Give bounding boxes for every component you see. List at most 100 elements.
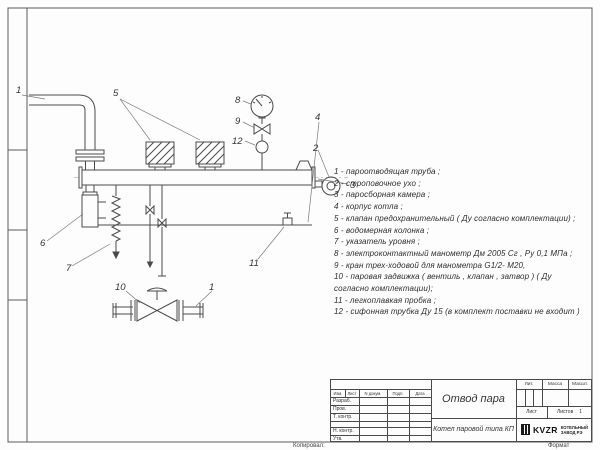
legend-item-number: 6: [334, 225, 339, 235]
legend-item-text: - легкоплавкая пробка ;: [344, 295, 436, 305]
callout-2: 2: [312, 143, 319, 154]
level-indicator: [110, 185, 122, 260]
legend-item: 2 - строповочное ухо ;: [334, 178, 588, 190]
legend-item: 6 - водомерная колонка ;: [334, 225, 588, 237]
row-utv: Утв.: [333, 435, 343, 442]
parts-legend: 1 - пароотводящая труба ; 2 - строповочн…: [334, 166, 588, 318]
callout-8: 8: [235, 95, 241, 106]
callout-7: 7: [66, 263, 72, 274]
row-razrab: Разраб.: [333, 398, 352, 404]
legend-item: 3 - паросборная камера ;: [334, 189, 588, 201]
callout-1: 1: [16, 85, 21, 96]
legend-item-text: - паровая задвижка ( вентиль , клапан , …: [334, 272, 552, 294]
company-cell: KVZR КОТЕЛЬНЫЙ ЗАВОД РЭ: [517, 418, 592, 441]
company-name-line2: ЗАВОД РЭ: [560, 429, 583, 435]
legend-item: 9 - кран трех-ходовой для манометра G1/2…: [334, 260, 588, 272]
grid-line: [387, 389, 388, 441]
grid-line: [547, 406, 548, 418]
three-way-cock: [253, 123, 263, 135]
legend-item-text: - электроконтактный манометр Дм 2005 Сг …: [340, 248, 573, 258]
legend-item-text: - клапан предохранительный ( Ду согласно…: [340, 213, 576, 223]
company-name: КОТЕЛЬНЫЙ ЗАВОД РЭ: [561, 425, 588, 435]
grid-line: [345, 389, 346, 397]
legend-item: 8 - электроконтактный манометр Дм 2005 С…: [334, 248, 588, 260]
label-sheets-text: Листов: [556, 409, 574, 415]
label-massa: Масса: [547, 382, 563, 387]
siphon-tube: [255, 140, 269, 154]
legend-item-text: - паросборная камера ;: [340, 190, 430, 200]
kopiroval-note: Копировал:: [293, 442, 325, 449]
legend-item-number: 9: [334, 260, 339, 270]
grid-line: [331, 405, 431, 406]
callout-3: 3: [350, 180, 356, 191]
safety-valve-right: [195, 141, 225, 170]
lifting-ear: [295, 160, 341, 196]
grid-line: [525, 389, 526, 406]
label-sheets-value: 1: [579, 409, 583, 415]
format-note: Формат: [548, 442, 570, 449]
row-prov: Пров.: [333, 406, 347, 412]
legend-item-number: 1: [334, 167, 339, 176]
row-n-kontr: Н. контр.: [333, 428, 354, 434]
grid-line: [516, 406, 592, 407]
grid-line: [359, 389, 360, 441]
legend-item-number: 7: [334, 237, 339, 247]
legend-item: 11 - легкоплавкая пробка ;: [334, 295, 588, 307]
steam-chamber: [78, 166, 316, 189]
legend-item-text: - строповочное ухо ;: [340, 178, 421, 188]
company-logo-text: KVZR: [533, 424, 558, 435]
callout-6: 6: [40, 238, 46, 249]
sheet-frame: [7, 7, 593, 443]
legend-item-number: 8: [334, 248, 339, 258]
legend-item-text: - корпус котла ;: [340, 202, 403, 212]
document-title: Отвод пара: [442, 393, 505, 405]
legend-item-number: 11: [334, 295, 343, 305]
legend-item: 5 - клапан предохранительный ( Ду соглас…: [334, 213, 588, 225]
label-masshtab: Масшт.: [572, 382, 588, 387]
legend-item-number: 12: [334, 307, 344, 317]
legend-item-number: 2: [334, 178, 339, 188]
legend-item-number: 10: [334, 272, 344, 282]
grid-line: [331, 427, 431, 428]
grid-line: [568, 380, 569, 406]
callout-4: 4: [315, 112, 320, 123]
drain-line-right: [157, 185, 167, 277]
label-lit: Лит.: [524, 382, 534, 387]
title-block: Изм. Лист N докум. Подп. Дата Разраб. Пр…: [330, 379, 592, 442]
callout-9: 9: [235, 116, 241, 127]
fusible-plug: [282, 212, 293, 226]
legend-item: 12 - сифонная трубка Ду 15 (в комплект п…: [334, 306, 588, 318]
callout-1b: 1: [209, 282, 214, 293]
col-podp: Подп.: [392, 390, 404, 396]
grid-line: [331, 389, 431, 390]
steam-outlet-pipe: [29, 94, 105, 170]
grid-line: [533, 389, 534, 406]
drain-line-left: [145, 185, 155, 269]
legend-item: 4 - корпус котла ;: [334, 201, 588, 213]
grid-line: [331, 435, 431, 436]
grid-line: [331, 421, 431, 422]
grid-line: [542, 380, 543, 406]
legend-item-number: 5: [334, 213, 339, 223]
callout-leaders: [21, 94, 349, 307]
pressure-gauge-assembly: [250, 94, 274, 170]
col-data: Дата: [415, 390, 425, 396]
piping-assembly: [29, 94, 348, 322]
legend-item-number: 4: [334, 202, 339, 212]
legend-item: 7 - указатель уровня ;: [334, 236, 588, 248]
col-list: Лист: [347, 390, 357, 396]
label-sheets: Листов 1: [547, 406, 592, 418]
legend-item-text: - кран трех-ходовой для манометра G1/2- …: [340, 260, 526, 270]
legend-item: 10 - паровая задвижка ( вентиль , клапан…: [334, 271, 588, 294]
legend-item-text: - водомерная колонка ;: [340, 225, 430, 235]
legend-item-text: - указатель уровня ;: [340, 237, 420, 247]
legend-item-text: - пароотводящая труба ;: [340, 167, 441, 176]
safety-valve-left: [145, 141, 175, 170]
company-name-line1: КОТЕЛЬНЫЙ: [560, 424, 588, 430]
product-name: Котел паровой типа КП: [433, 425, 514, 433]
col-n-dokum: N докум.: [364, 390, 382, 396]
legend-item: 1 - пароотводящая труба ;: [334, 166, 588, 178]
steam-valve: [112, 287, 204, 322]
grid-line: [331, 413, 431, 414]
